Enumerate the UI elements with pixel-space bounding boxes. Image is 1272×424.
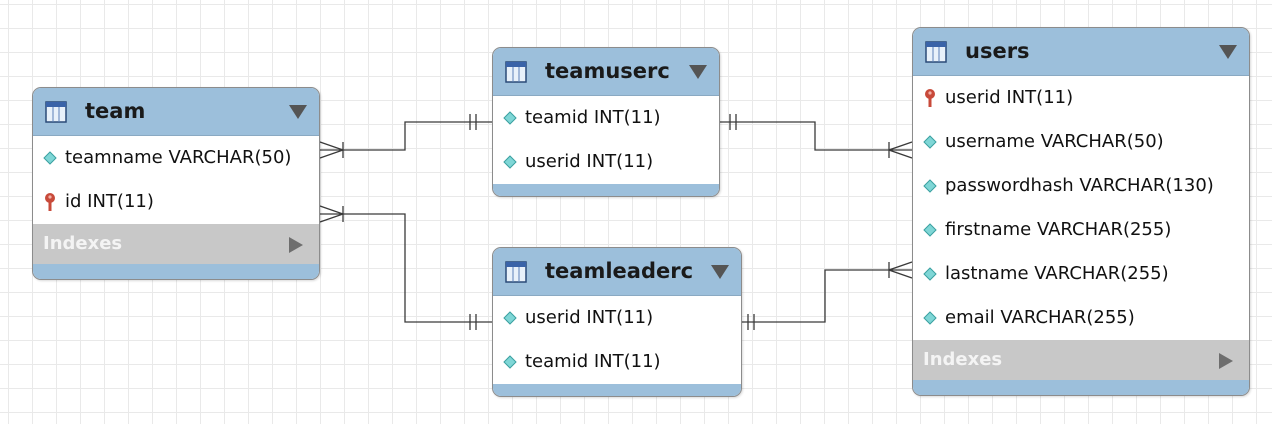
column-row[interactable]: userid INT(11) <box>493 296 741 340</box>
table-icon <box>505 61 527 83</box>
collapse-toggle-icon[interactable] <box>1219 45 1237 59</box>
relationship-team-teamuserc[interactable] <box>319 114 492 159</box>
expand-arrow-icon[interactable] <box>1219 353 1233 369</box>
expand-arrow-icon[interactable] <box>289 237 303 253</box>
collapse-toggle-icon[interactable] <box>711 265 729 279</box>
column-icon <box>503 111 517 125</box>
column-icon <box>923 179 937 193</box>
column-icon <box>43 151 57 165</box>
entity-teamuserc[interactable]: teamuserc teamid INT(11) userid INT(11) <box>492 47 720 197</box>
entity-title: teamuserc <box>545 59 670 83</box>
table-icon <box>505 261 527 283</box>
entity-header[interactable]: teamleaderc <box>493 248 741 296</box>
column-row[interactable]: username VARCHAR(50) <box>913 120 1249 164</box>
indexes-section[interactable]: Indexes <box>33 224 319 264</box>
column-row[interactable]: teamname VARCHAR(50) <box>33 136 319 180</box>
entity-team[interactable]: team teamname VARCHAR(50) id INT(11) Ind… <box>32 87 320 280</box>
entity-footer <box>33 264 319 279</box>
entity-header[interactable]: users <box>913 28 1249 76</box>
collapse-toggle-icon[interactable] <box>289 105 307 119</box>
table-icon <box>925 41 947 63</box>
column-label: teamname VARCHAR(50) <box>65 147 292 168</box>
column-row[interactable]: lastname VARCHAR(255) <box>913 252 1249 296</box>
relationship-teamleaderc-users[interactable] <box>740 261 913 330</box>
indexes-label: Indexes <box>43 233 123 254</box>
relationship-team-teamleaderc[interactable] <box>319 205 492 330</box>
entity-users[interactable]: users userid INT(11) username VARCHAR(50… <box>912 27 1250 396</box>
column-icon <box>923 223 937 237</box>
entity-header[interactable]: team <box>33 88 319 136</box>
relationship-teamuserc-users[interactable] <box>718 114 913 159</box>
entity-footer <box>913 380 1249 395</box>
column-icon <box>923 267 937 281</box>
primary-key-icon <box>925 89 935 107</box>
column-icon <box>923 135 937 149</box>
column-row[interactable]: teamid INT(11) <box>493 340 741 384</box>
entity-footer <box>493 184 719 196</box>
column-icon <box>503 355 517 369</box>
column-row[interactable]: passwordhash VARCHAR(130) <box>913 164 1249 208</box>
primary-key-icon <box>45 193 55 211</box>
column-label: teamid INT(11) <box>525 351 661 372</box>
column-row[interactable]: teamid INT(11) <box>493 96 719 140</box>
entity-title: users <box>965 39 1030 63</box>
column-row[interactable]: userid INT(11) <box>913 76 1249 120</box>
column-icon <box>503 311 517 325</box>
column-label: id INT(11) <box>65 191 154 212</box>
indexes-section[interactable]: Indexes <box>913 340 1249 380</box>
column-row[interactable]: userid INT(11) <box>493 140 719 184</box>
entity-title: teamleaderc <box>545 259 694 283</box>
entity-header[interactable]: teamuserc <box>493 48 719 96</box>
column-label: firstname VARCHAR(255) <box>945 219 1172 240</box>
table-icon <box>45 101 67 123</box>
column-label: userid INT(11) <box>525 307 654 328</box>
column-label: teamid INT(11) <box>525 107 661 128</box>
column-row[interactable]: firstname VARCHAR(255) <box>913 208 1249 252</box>
column-label: email VARCHAR(255) <box>945 307 1135 328</box>
column-icon <box>923 311 937 325</box>
entity-teamleaderc[interactable]: teamleaderc userid INT(11) teamid INT(11… <box>492 247 742 397</box>
column-row[interactable]: id INT(11) <box>33 180 319 224</box>
collapse-toggle-icon[interactable] <box>689 65 707 79</box>
column-row[interactable]: email VARCHAR(255) <box>913 296 1249 340</box>
column-label: lastname VARCHAR(255) <box>945 263 1169 284</box>
column-label: userid INT(11) <box>945 87 1074 108</box>
entity-title: team <box>85 99 146 123</box>
indexes-label: Indexes <box>923 349 1003 370</box>
column-label: userid INT(11) <box>525 151 654 172</box>
column-label: passwordhash VARCHAR(130) <box>945 175 1214 196</box>
entity-footer <box>493 384 741 396</box>
column-label: username VARCHAR(50) <box>945 131 1164 152</box>
column-icon <box>503 155 517 169</box>
